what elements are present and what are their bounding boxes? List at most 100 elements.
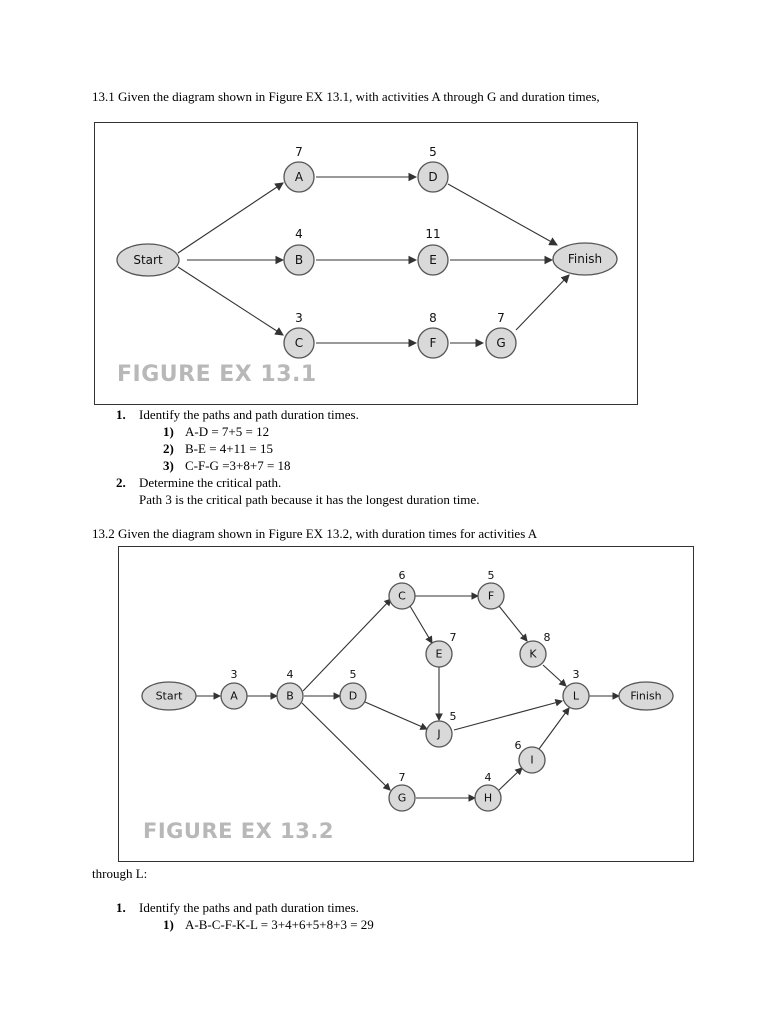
node-b-label: B: [286, 690, 294, 703]
start-node: [141, 681, 197, 711]
q1-path-1: 1) A-D = 7+5 = 12: [163, 424, 269, 440]
q1-path-2-number: 2): [163, 441, 174, 456]
node-e: [425, 640, 453, 668]
q1-path-1-number: 1): [163, 424, 174, 439]
edge-j-l: [453, 698, 564, 731]
q2-intro: 13.2 Given the diagram shown in Figure E…: [92, 526, 538, 541]
q2-path-1: 1)A-B-C-F-K-L = 3+4+6+5+8+3 = 29: [163, 917, 374, 933]
q1-path-3-number: 3): [163, 458, 174, 473]
node-k-label: K: [529, 648, 537, 661]
node-d-duration: 5: [429, 145, 437, 159]
node-h-duration: 4: [485, 771, 492, 784]
node-a-duration: 7: [295, 145, 303, 159]
q1-path-2-text: B-E = 4+11 = 15: [185, 441, 273, 456]
q1-intro: 13.1 Given the diagram shown in Figure E…: [92, 89, 600, 104]
finish-label: Finish: [630, 690, 661, 703]
node-c-label: C: [295, 336, 303, 350]
node-e-label: E: [436, 648, 443, 661]
edge-d-finish: [447, 183, 558, 246]
figure-ex-13-1: Start A 7 D 5 B 4 E 11 C 3 F 8 G 7 Finis…: [94, 122, 638, 405]
node-g-duration: 7: [399, 771, 406, 784]
node-f-label: F: [430, 336, 437, 350]
node-c-label: C: [398, 590, 406, 603]
q1-item1-number: 1.: [116, 407, 126, 422]
node-f-duration: 8: [429, 311, 437, 325]
node-g-label: G: [398, 792, 407, 805]
finish-node: [552, 242, 618, 276]
q1-item1: 1. Identify the paths and path duration t…: [116, 407, 359, 423]
q2-path-1-number: 1): [163, 917, 174, 932]
node-c: [283, 327, 315, 359]
node-d: [417, 161, 449, 193]
node-e-label: E: [429, 253, 437, 267]
node-l-duration: 3: [573, 668, 580, 681]
edge-k-l: [542, 664, 567, 687]
q1-item2-answer: Path 3 is the critical path because it h…: [139, 492, 480, 507]
figure-ex-13-2-diagram: Start A 3 B 4 C 6 F 5 E 7 K 8 D 5 J 5 L …: [141, 569, 674, 843]
edge-c-e: [409, 605, 433, 644]
node-k: [519, 640, 547, 668]
node-c-duration: 6: [399, 569, 406, 582]
start-label: Start: [156, 690, 184, 703]
node-a-duration: 3: [231, 668, 238, 681]
node-g-label: G: [496, 336, 505, 350]
q1-item2: 2.Determine the critical path.: [116, 475, 281, 491]
node-b: [283, 244, 315, 276]
figure-title: FIGURE EX 13.2: [143, 819, 334, 843]
edge-start-a: [177, 182, 284, 254]
node-c-duration: 3: [295, 311, 303, 325]
q1-item1-text: Identify the paths and path duration tim…: [139, 407, 359, 422]
start-node: [116, 243, 180, 277]
node-d-label: D: [428, 170, 437, 184]
node-l: [562, 682, 590, 710]
edge-h-i: [498, 767, 523, 791]
edge-b-g: [301, 702, 391, 791]
node-i-duration: 6: [515, 739, 522, 752]
edge-d-j: [364, 701, 429, 730]
node-f: [417, 327, 449, 359]
finish-label: Finish: [568, 252, 602, 266]
q1-item2-text: Determine the critical path.: [139, 475, 282, 490]
node-b-duration: 4: [295, 227, 303, 241]
node-d-label: D: [349, 690, 357, 703]
figure-title: FIGURE EX 13.1: [117, 362, 317, 387]
node-i-label: I: [530, 754, 533, 767]
node-e-duration: 7: [450, 631, 457, 644]
q1-path-1-text: A-D = 7+5 = 12: [185, 424, 270, 439]
node-g: [388, 784, 416, 812]
q2-item1-number: 1.: [116, 900, 126, 915]
q2-item1: 1. Identify the paths and path duration t…: [116, 900, 359, 916]
figure-ex-13-2: Start A 3 B 4 C 6 F 5 E 7 K 8 D 5 J 5 L …: [118, 546, 694, 862]
q2-intro-continued: through L:: [92, 866, 148, 881]
node-d-duration: 5: [350, 668, 357, 681]
finish-node: [618, 681, 674, 711]
node-g-duration: 7: [497, 311, 505, 325]
node-j: [425, 720, 453, 748]
figure-ex-13-1-diagram: Start A 7 D 5 B 4 E 11 C 3 F 8 G 7 Finis…: [116, 145, 618, 387]
node-i: [518, 746, 546, 774]
node-a: [220, 682, 248, 710]
q1-path-3-text: C-F-G =3+8+7 = 18: [185, 458, 291, 473]
node-a: [283, 161, 315, 193]
node-e-duration: 11: [425, 227, 440, 241]
edge-start-c: [177, 266, 284, 336]
edge-b-c: [302, 598, 392, 692]
edge-f-k: [498, 605, 528, 642]
node-l-label: L: [573, 690, 580, 703]
node-b-duration: 4: [287, 668, 294, 681]
node-f-label: F: [488, 590, 494, 603]
edge-i-l: [538, 707, 570, 750]
node-b: [276, 682, 304, 710]
node-h: [474, 784, 502, 812]
node-g: [485, 327, 517, 359]
q1-path-3: 3) C-F-G =3+8+7 = 18: [163, 458, 291, 474]
node-a-label: A: [230, 690, 238, 703]
edge-g-finish: [515, 274, 570, 331]
node-k-duration: 8: [544, 631, 551, 644]
node-j-duration: 5: [450, 710, 457, 723]
q2-item1-text: Identify the paths and path duration tim…: [139, 900, 359, 915]
node-b-label: B: [295, 253, 303, 267]
node-f-duration: 5: [488, 569, 495, 582]
node-h-label: H: [484, 792, 492, 805]
q1-path-2: 2) B-E = 4+11 = 15: [163, 441, 273, 457]
